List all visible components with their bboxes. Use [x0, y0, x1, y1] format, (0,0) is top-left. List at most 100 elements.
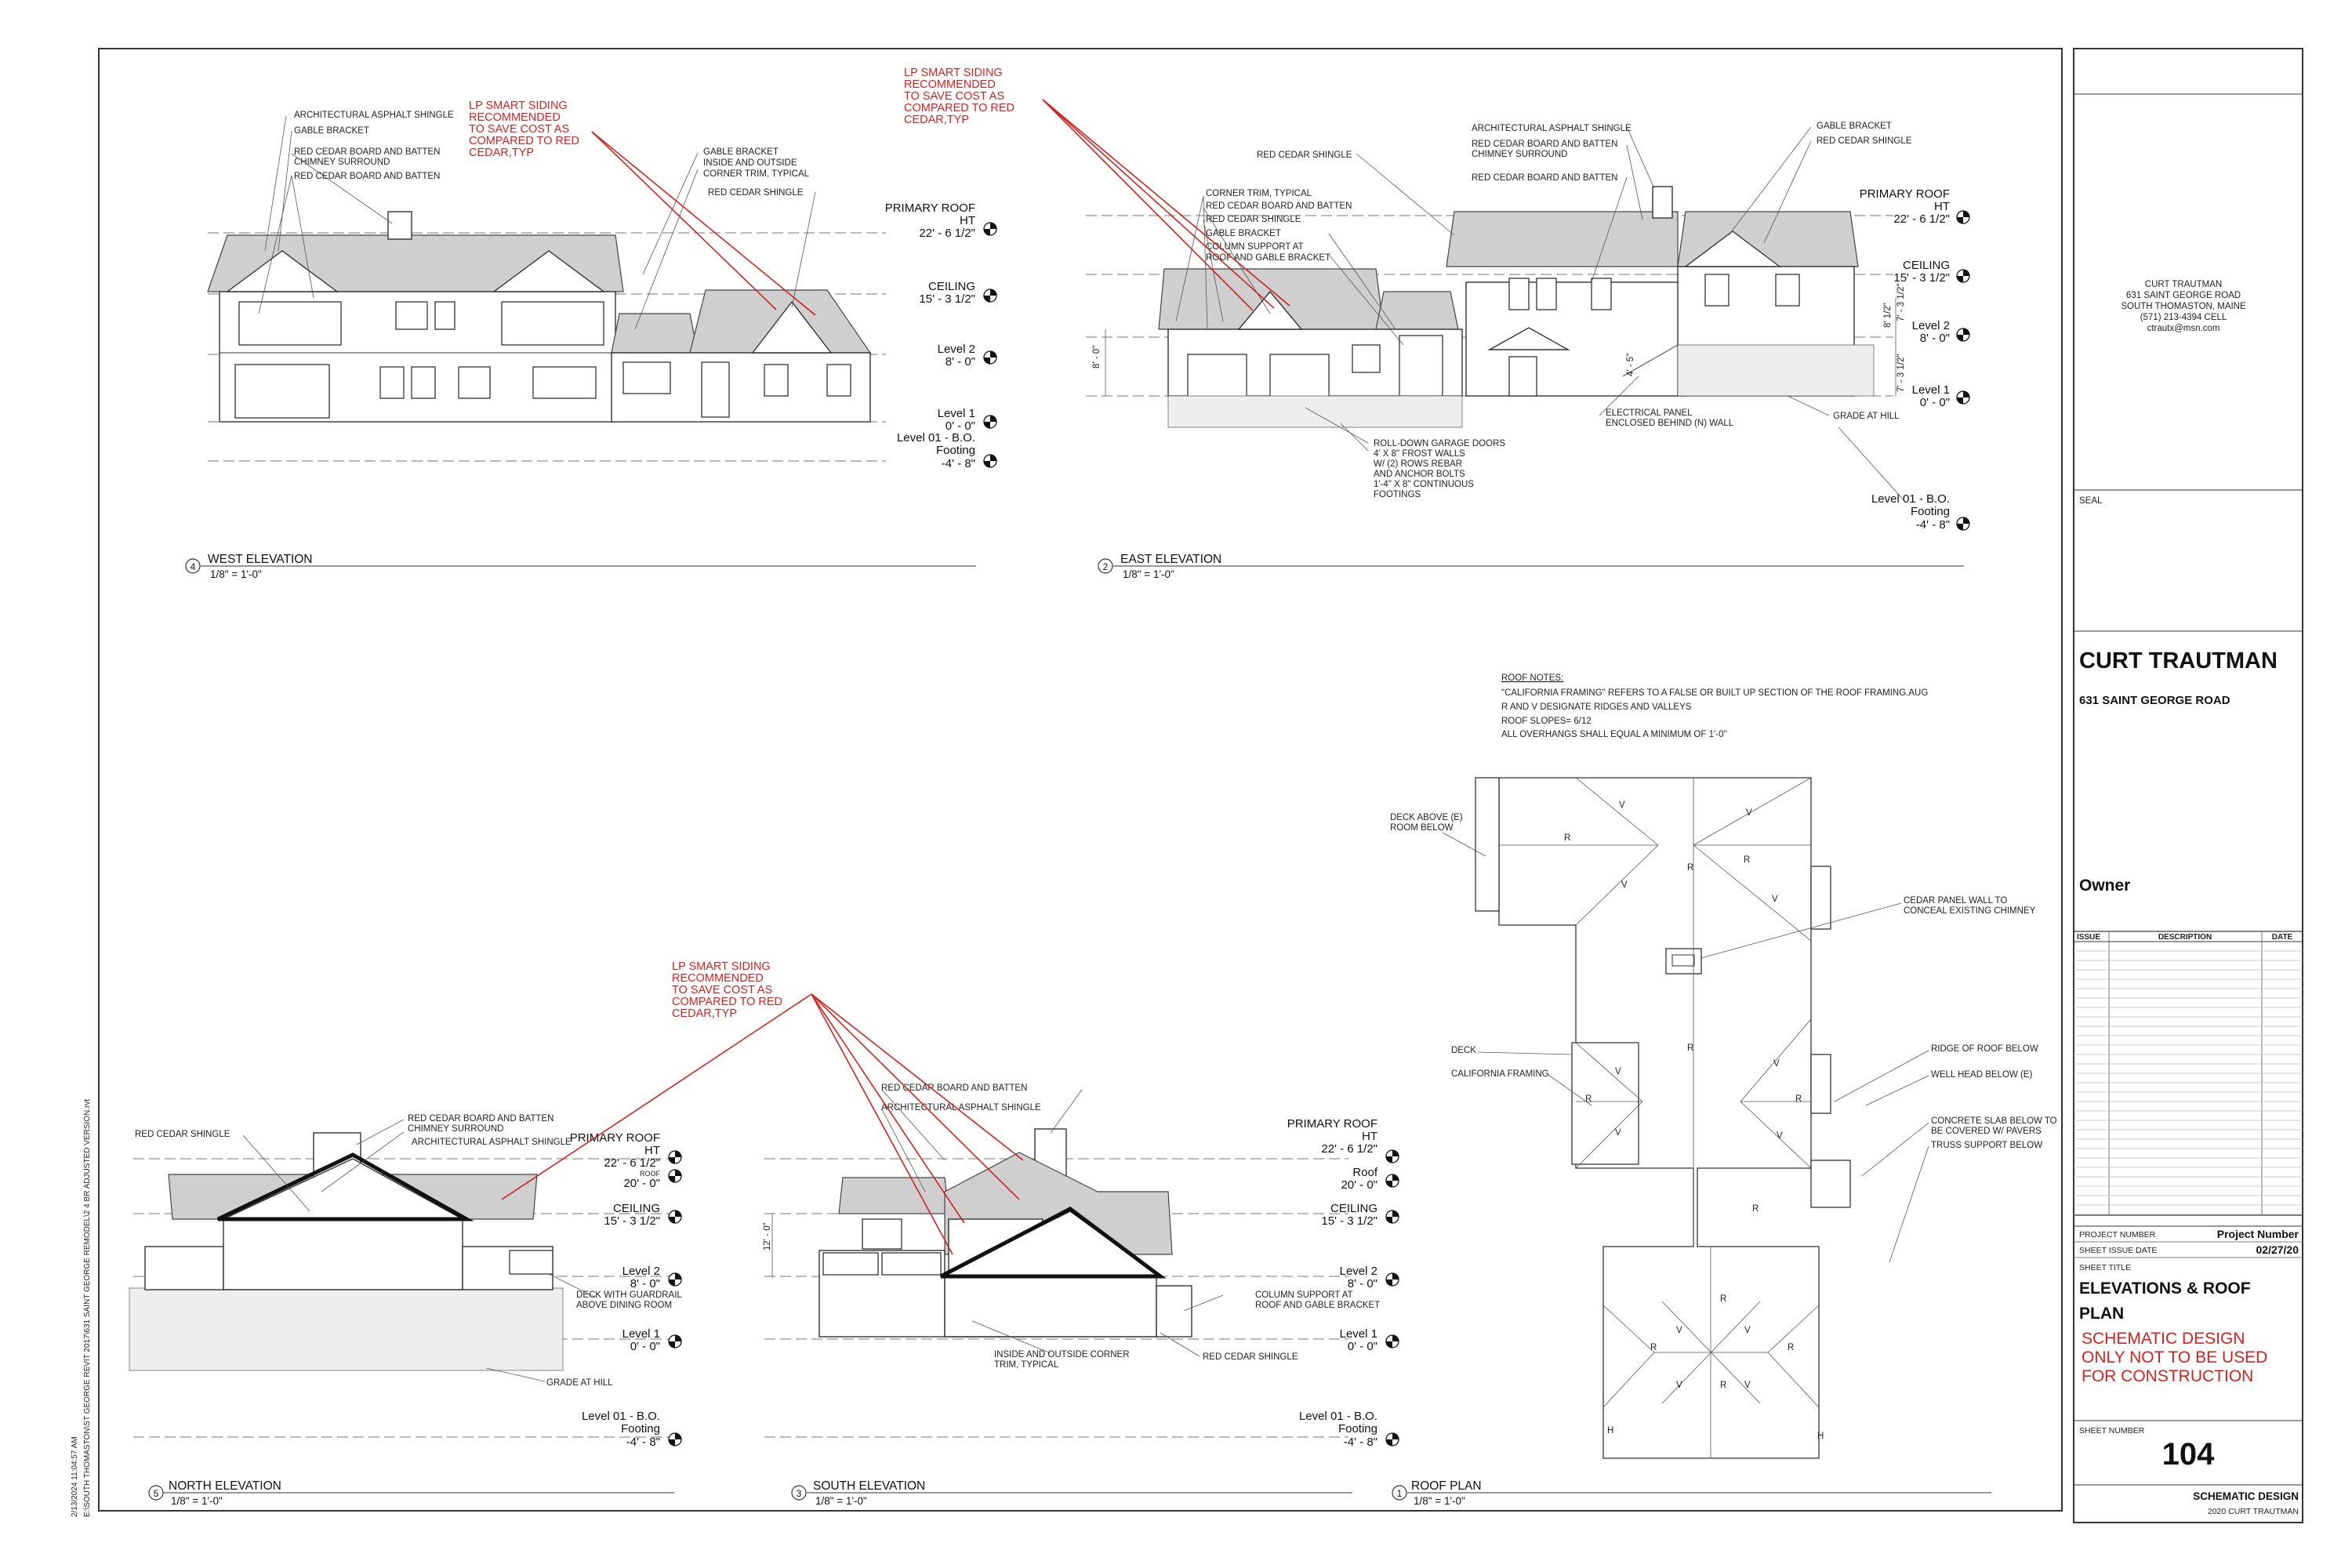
- view-title: NORTH ELEVATION: [169, 1479, 281, 1493]
- level-name: CEILING: [1330, 1202, 1377, 1215]
- title-block-border: [2073, 48, 2303, 1523]
- callout-label: TRUSS SUPPORT BELOW: [1931, 1141, 2042, 1150]
- level-value: 8' - 0": [1920, 332, 1950, 345]
- south-elevation: 12' - 0" RED CEDAR BOARD AND BATTEN ARCH…: [501, 960, 1399, 1507]
- level-name: Footing: [621, 1422, 660, 1436]
- callout-label: ROOF AND GABLE BRACKET: [1206, 253, 1330, 263]
- valley-marker: V: [1746, 808, 1752, 818]
- level-name: PRIMARY ROOF: [1287, 1117, 1377, 1131]
- roof-note-line: ALL OVERHANGS SHALL EQUAL A MINIMUM OF 1…: [1501, 730, 1726, 739]
- sheet-title-line: ELEVATIONS & ROOF: [2079, 1279, 2251, 1298]
- valley-marker: V: [1777, 1131, 1783, 1141]
- dimension: 8' 1/2": [1883, 303, 1893, 328]
- level-name: CEILING: [928, 280, 975, 293]
- red-note-line: TO SAVE COST AS: [904, 90, 1004, 103]
- level-value: 0' - 0": [1348, 1340, 1377, 1353]
- level-marker-icon: [1956, 517, 1970, 531]
- level-name: Footing: [936, 444, 975, 457]
- level-name: Level 01 - B.O.: [1299, 1410, 1377, 1423]
- level-marker-icon: [983, 222, 997, 236]
- callout-label: CHIMNEY SURROUND: [294, 158, 390, 167]
- level-marker-icon: [983, 350, 997, 365]
- level-value: 0' - 0": [630, 1340, 660, 1353]
- lp-siding-note: LP SMART SIDING RECOMMENDED TO SAVE COST…: [904, 67, 1290, 311]
- callout-label: 4' X 8" FROST WALLS: [1374, 449, 1465, 459]
- level-value: -4' - 8": [942, 457, 975, 470]
- issue-date-value: 02/27/20: [2256, 1243, 2299, 1256]
- level-name: Level 1: [1912, 383, 1950, 397]
- callout-label: ARCHITECTURAL ASPHALT SHINGLE: [294, 111, 454, 120]
- project-number-value: Project Number: [2217, 1228, 2299, 1240]
- ridge-marker: R: [1650, 1343, 1657, 1352]
- level-marker-icon: [1385, 1432, 1399, 1446]
- level-value: 15' - 3 1/2": [919, 292, 975, 306]
- view-scale: 1/8" = 1'-0": [1123, 568, 1174, 580]
- red-note-line: COMPARED TO RED: [904, 102, 1014, 114]
- callout-label: GRADE AT HILL: [1833, 412, 1900, 421]
- schematic-warning-line: ONLY NOT TO BE USED: [2082, 1348, 2267, 1367]
- callout-label: CONCEAL EXISTING CHIMNEY: [1904, 906, 2036, 916]
- sheet-title-line: PLAN: [2079, 1305, 2124, 1323]
- roof-notes-heading: ROOF NOTES:: [1501, 673, 1563, 683]
- level-name: Level 01 - B.O.: [1871, 492, 1950, 506]
- red-note-line: COMPARED TO RED: [672, 996, 782, 1008]
- level-marker-icon: [1956, 269, 1970, 283]
- valley-marker: V: [1615, 1067, 1621, 1076]
- lp-siding-note: LP SMART SIDING RECOMMENDED TO SAVE COST…: [469, 100, 816, 316]
- side-file-stamp: 2/13/2024 11:04:57 AM E:\SOUTH THOMASTON…: [71, 1099, 92, 1517]
- valley-marker: V: [1676, 1326, 1682, 1335]
- callout-label: RED CEDAR BOARD AND BATTEN: [294, 172, 440, 181]
- level-name: Level 2: [1912, 319, 1950, 332]
- level-marker-icon: [668, 1210, 682, 1224]
- callout-label: DECK ABOVE (E): [1390, 813, 1463, 822]
- title-block: CURT TRAUTMAN 631 SAINT GEORGE ROAD SOUT…: [2073, 93, 2303, 1516]
- level-value: 15' - 3 1/2": [1893, 271, 1950, 285]
- red-note-line: RECOMMENDED: [469, 111, 561, 124]
- ridge-marker: R: [1744, 855, 1750, 865]
- callout-label: RED CEDAR SHINGLE: [1817, 136, 1912, 146]
- stamp-timestamp: 2/13/2024 11:04:57 AM: [71, 1436, 79, 1517]
- callout-label: RED CEDAR SHINGLE: [708, 188, 804, 198]
- view-scale: 1/8" = 1'-0": [171, 1495, 223, 1507]
- callout-label: ARCHITECTURAL ASPHALT SHINGLE: [1472, 124, 1632, 133]
- callout-label: 1'-4" X 8" CONTINUOUS: [1374, 480, 1474, 489]
- red-note-line: TO SAVE COST AS: [469, 123, 569, 136]
- dimension: 12' - 0": [763, 1222, 772, 1250]
- owner-info-line: SOUTH THOMASTON, MAINE: [2121, 302, 2246, 311]
- sheet-title-label: SHEET TITLE: [2079, 1263, 2131, 1272]
- valley-marker: V: [1676, 1381, 1682, 1390]
- view-number: 4: [191, 561, 196, 572]
- callout-label: AND ANCHOR BOLTS: [1374, 470, 1465, 479]
- level-name: Footing: [1911, 505, 1950, 518]
- callout-label: ARCHITECTURAL ASPHALT SHINGLE: [412, 1138, 572, 1147]
- valley-marker: V: [1621, 880, 1628, 890]
- stamp-file-path: E:\SOUTH THOMASTON\ST GEORGE REVIT 2017\…: [83, 1099, 92, 1517]
- red-note-line: CEDAR,TYP: [904, 114, 969, 126]
- callout-label: RIDGE OF ROOF BELOW: [1931, 1044, 2038, 1054]
- roof-note-line: R AND V DESIGNATE RIDGES AND VALLEYS: [1501, 702, 1692, 712]
- copyright: 2020 CURT TRAUTMAN: [2208, 1507, 2299, 1516]
- callout-label: RED CEDAR BOARD AND BATTEN: [881, 1083, 1027, 1093]
- north-elevation: RED CEDAR SHINGLE RED CEDAR BOARD AND BA…: [129, 1114, 682, 1507]
- level-name: PRIMARY ROOF: [570, 1131, 660, 1145]
- level-marker-icon: [1385, 1149, 1399, 1163]
- level-value: 20' - 0": [1341, 1178, 1377, 1192]
- level-value: 15' - 3 1/2": [604, 1214, 660, 1228]
- schematic-warning-line: FOR CONSTRUCTION: [2082, 1367, 2253, 1385]
- level-name: Level 2: [622, 1265, 660, 1278]
- client-address: 631 SAINT GEORGE ROAD: [2079, 694, 2230, 707]
- level-value: 0' - 0": [946, 419, 975, 433]
- valley-marker: V: [1744, 1381, 1751, 1390]
- dimension: 8' - 0": [1092, 346, 1102, 368]
- callout-label: CORNER TRIM, TYPICAL: [1206, 189, 1312, 198]
- level-name: HT: [1362, 1130, 1377, 1143]
- level-value: -4' - 8": [1916, 518, 1950, 532]
- level-value: 22' - 6 1/2": [919, 227, 975, 240]
- callout-label: BE COVERED W/ PAVERS: [1931, 1127, 2042, 1136]
- level-marker-icon: [1956, 390, 1970, 405]
- west-elevation: ARCHITECTURAL ASPHALT SHINGLE GABLE BRAC…: [185, 100, 997, 580]
- sheet-number-label: SHEET NUMBER: [2079, 1426, 2145, 1436]
- issue-date-label: SHEET ISSUE DATE: [2079, 1246, 2157, 1255]
- callout-label: CALIFORNIA FRAMING: [1451, 1069, 1549, 1079]
- ridge-marker: R: [1585, 1094, 1592, 1104]
